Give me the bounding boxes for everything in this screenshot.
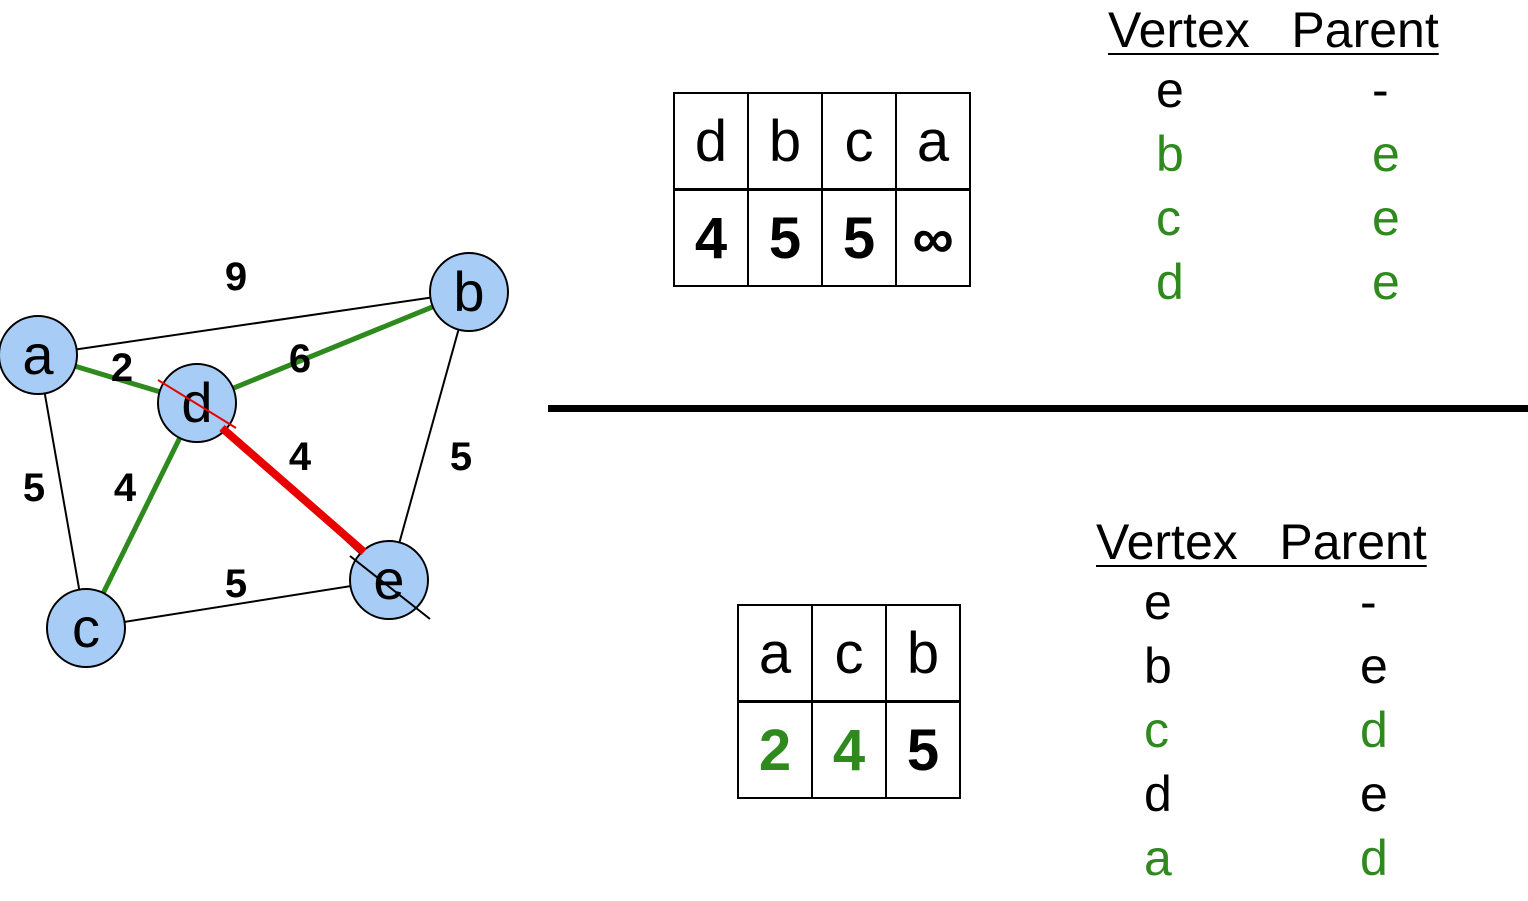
queue-key-cell: 4 xyxy=(811,700,887,799)
selected-edge-d-e xyxy=(219,424,367,556)
edge-a-b xyxy=(37,291,470,356)
parent-cell: e xyxy=(1372,190,1400,246)
cross-out-d xyxy=(157,379,237,429)
queue-key-cell: 2 xyxy=(737,700,813,799)
node-a xyxy=(0,315,78,395)
queue-key-row: 4 5 5 ∞ xyxy=(673,188,971,287)
vertex-cell: b xyxy=(1144,638,1172,694)
node-label: d xyxy=(181,371,212,434)
edge-b-e xyxy=(388,291,470,581)
vertex-cell: c xyxy=(1156,190,1181,246)
edge-weight-label: 5 xyxy=(450,435,472,479)
edge-weight-label: 2 xyxy=(111,346,133,390)
graph-diagram: a b c d e 9 2 5 6 4 4 5 5 xyxy=(0,252,509,668)
parent-cell: e xyxy=(1360,766,1388,822)
vertex-cell: c xyxy=(1144,702,1169,758)
edge-d-c xyxy=(83,401,200,630)
edge-weight-label: 4 xyxy=(114,466,137,510)
edge-weight-label: 4 xyxy=(289,435,312,479)
queue-key-cell: 5 xyxy=(885,700,961,799)
queue-vertex-cell: a xyxy=(737,604,813,703)
node-c xyxy=(46,588,126,668)
queue-key-cell: 5 xyxy=(821,188,897,287)
vertex-cell: e xyxy=(1144,574,1172,630)
priority-queue-bottom: a c b 2 4 5 xyxy=(737,604,961,799)
parent-cell: d xyxy=(1360,702,1388,758)
edge-d-b xyxy=(196,289,470,406)
parent-cell: - xyxy=(1360,574,1377,630)
node-label: a xyxy=(22,323,54,386)
node-label: b xyxy=(453,260,484,323)
vertex-cell: d xyxy=(1156,254,1184,310)
node-e xyxy=(349,540,429,620)
vertex-cell: e xyxy=(1156,62,1184,118)
queue-vertex-row: d b c a xyxy=(673,92,971,191)
queue-key-cell: ∞ xyxy=(895,188,971,287)
edge-a-c xyxy=(37,354,87,629)
edge-weight-label: 6 xyxy=(289,337,311,381)
queue-key-cell: 5 xyxy=(747,188,823,287)
queue-vertex-cell: a xyxy=(895,92,971,191)
edge-c-e xyxy=(85,579,390,629)
vertex-parent-header: Vertex Parent xyxy=(1096,514,1427,570)
vertex-cell: b xyxy=(1156,126,1184,182)
vertex-parent-row: e- xyxy=(1096,570,1496,634)
parent-cell: e xyxy=(1372,126,1400,182)
parent-cell: e xyxy=(1360,638,1388,694)
priority-queue-top: d b c a 4 5 5 ∞ xyxy=(673,92,971,287)
section-divider xyxy=(548,405,1528,412)
node-label: e xyxy=(373,548,404,611)
vertex-cell: d xyxy=(1144,766,1172,822)
node-label: c xyxy=(72,596,100,659)
edge-weight-label: 5 xyxy=(225,562,247,606)
queue-vertex-cell: b xyxy=(747,92,823,191)
queue-key-cell: 4 xyxy=(673,188,749,287)
edge-weight-label: 5 xyxy=(23,466,45,510)
edge-weight-label: 9 xyxy=(225,255,247,299)
queue-vertex-row: a c b xyxy=(737,604,961,703)
queue-vertex-cell: c xyxy=(821,92,897,191)
vertex-parent-header: Vertex Parent xyxy=(1108,2,1439,58)
queue-key-row: 2 4 5 xyxy=(737,700,961,799)
queue-vertex-cell: c xyxy=(811,604,887,703)
parent-cell: d xyxy=(1360,830,1388,886)
parent-cell: e xyxy=(1372,254,1400,310)
node-b xyxy=(429,252,509,332)
queue-vertex-cell: d xyxy=(673,92,749,191)
vertex-cell: a xyxy=(1144,830,1172,886)
cross-out-e xyxy=(349,555,431,620)
queue-vertex-cell: b xyxy=(885,604,961,703)
vertex-parent-row: e- xyxy=(1108,58,1508,122)
parent-cell: - xyxy=(1372,62,1389,118)
